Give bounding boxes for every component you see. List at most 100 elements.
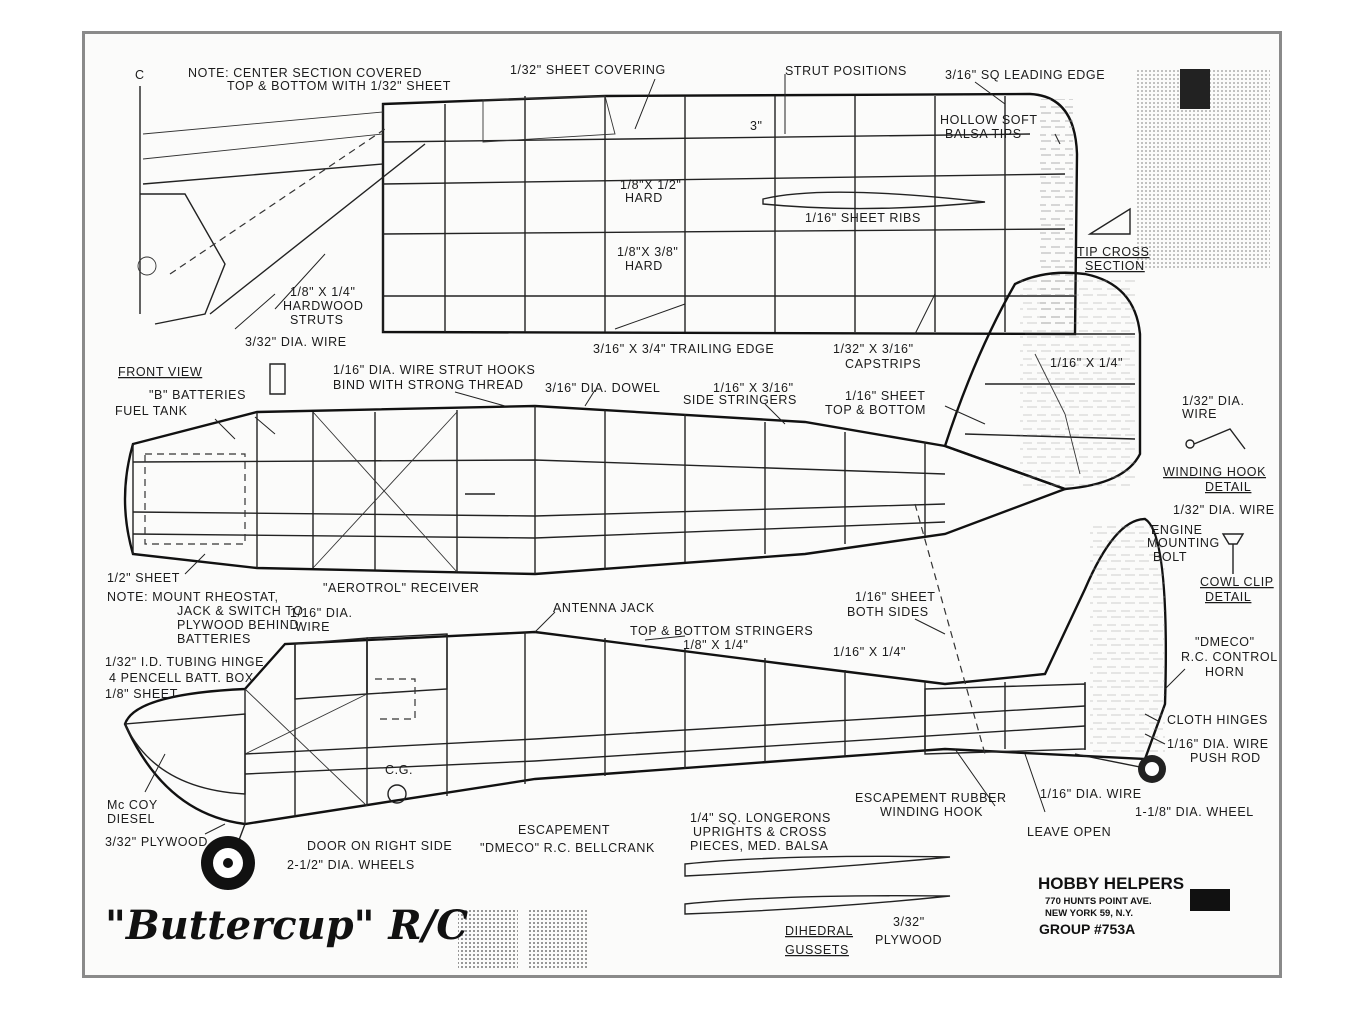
spar2-label-2: HARD	[625, 259, 663, 273]
esc-hook-label-2: WINDING HOOK	[880, 805, 983, 819]
note-label-3: PLYWOOD BEHIND	[177, 618, 299, 632]
engine-bolt-label-3: BOLT	[1153, 550, 1187, 564]
tip-cross-label: TIP CROSS	[1077, 245, 1150, 259]
side-view-labels: 1/16" DIA. WIRE ANTENNA JACK TOP & BOTTO…	[105, 590, 1278, 957]
fuselage-side-view	[123, 503, 1168, 890]
note-label-4: BATTERIES	[177, 632, 251, 646]
detail-wire-label: 1/32" DIA.	[1182, 394, 1245, 408]
side-wire-label: 1/16" DIA.	[290, 606, 353, 620]
horn-label-3: HORN	[1205, 665, 1244, 679]
publisher-address: 770 HUNTS POINT AVE.	[1045, 896, 1152, 907]
cowl-clip-label-2: DETAIL	[1205, 590, 1251, 604]
capstrips-label: 1/32" X 3/16"	[833, 342, 914, 356]
stab-spar-label: 1/16" X 1/4"	[1050, 356, 1123, 370]
diesel-label-2: DIESEL	[107, 812, 155, 826]
tail-wire-label: 1/16" DIA. WIRE	[1040, 787, 1142, 801]
wing-labels: C NOTE: CENTER SECTION COVERED TOP & BOT…	[118, 63, 1150, 379]
leading-edge-label: 3/16" SQ LEADING EDGE	[945, 68, 1105, 82]
tubing-hinge-label: 1/32" I.D. TUBING HINGE	[105, 655, 264, 669]
sheet-covering-label: 1/32" SHEET COVERING	[510, 63, 666, 77]
title-block: "Buttercup" R/C HOBBY HELPERS 770 HUNTS …	[105, 874, 1184, 949]
stab-sheet-label: 1/16" SHEET	[845, 389, 926, 403]
horn-label-2: R.C. CONTROL	[1181, 650, 1278, 664]
bellcrank-label: "DMECO" R.C. BELLCRANK	[480, 841, 655, 855]
half-sheet-label: 1/2" SHEET	[107, 571, 180, 585]
engine-bolt-label: ENGINE	[1151, 523, 1203, 537]
cowl-clip-detail	[1221, 533, 1245, 574]
tail-wheel-label: 1-1/8" DIA. WHEEL	[1135, 805, 1254, 819]
top-view-labels: 1/16" DIA. WIRE STRUT HOOKS BIND WITH ST…	[107, 356, 1123, 646]
note-label-2: JACK & SWITCH TO	[177, 604, 304, 618]
tips-label: HOLLOW SOFT	[940, 113, 1038, 127]
struts-label-2: HARDWOOD	[283, 299, 364, 313]
publisher-address-2: NEW YORK 59, N.Y.	[1045, 908, 1133, 919]
push-rod-label-2: PUSH ROD	[1190, 751, 1261, 765]
cowl-clip-label: COWL CLIP	[1200, 575, 1274, 589]
fin-spar-label: 1/16" X 1/4"	[833, 645, 906, 659]
dihedral-label: DIHEDRAL	[785, 924, 853, 938]
plan-sheet: C NOTE: CENTER SECTION COVERED TOP & BOT…	[82, 31, 1282, 978]
longerons-label: 1/4" SQ. LONGERONS	[690, 811, 831, 825]
winding-hook-detail	[1185, 428, 1246, 450]
leave-open-label: LEAVE OPEN	[1027, 825, 1111, 839]
tip-cross-label-2: SECTION	[1085, 259, 1145, 273]
stringers-label-2: 1/8" X 1/4"	[683, 638, 749, 652]
struts-label-3: STRUTS	[290, 313, 344, 327]
plan-drawing: C NOTE: CENTER SECTION COVERED TOP & BOT…	[105, 63, 1278, 969]
fuel-tank-label: FUEL TANK	[115, 404, 188, 418]
gusset-ply-label-2: PLYWOOD	[875, 933, 942, 947]
front-view-label: FRONT VIEW	[118, 365, 202, 379]
cloth-hinges-label: CLOTH HINGES	[1167, 713, 1268, 727]
strut-positions-label: STRUT POSITIONS	[785, 64, 907, 78]
struts-label: 1/8" X 1/4"	[290, 285, 356, 299]
wheels-label: 2-1/2" DIA. WHEELS	[287, 858, 415, 872]
publisher-name: HOBBY HELPERS	[1038, 874, 1184, 893]
center-section-note-2: TOP & BOTTOM WITH 1/32" SHEET	[227, 79, 451, 93]
dowel-label: 3/16" DIA. DOWEL	[545, 381, 660, 395]
receiver-label: "AEROTROL" RECEIVER	[323, 581, 479, 595]
door-label: DOOR ON RIGHT SIDE	[307, 839, 452, 853]
fin-sheet-label-2: BOTH SIDES	[847, 605, 929, 619]
winding-hook-label-2: DETAIL	[1205, 480, 1251, 494]
winding-hook-label: WINDING HOOK	[1163, 465, 1266, 479]
dihedral-label-2: GUSSETS	[785, 943, 849, 957]
capstrips-label-2: CAPSTRIPS	[845, 357, 921, 371]
tips-label-2: BALSA TIPS	[945, 127, 1022, 141]
b-batteries-label: "B" BATTERIES	[149, 388, 246, 402]
fuselage-top-view	[123, 271, 1142, 576]
spar1-label: 1/8"X 1/2"	[620, 178, 681, 192]
side-stringers-label: 1/16" X 3/16"	[713, 381, 794, 395]
longerons-label-2: UPRIGHTS & CROSS	[693, 825, 827, 839]
engine-bolt-label-2: MOUNTING	[1147, 536, 1220, 550]
diesel-label: Mc COY	[107, 798, 158, 812]
wire-label: 3/32" DIA. WIRE	[245, 335, 347, 349]
wing-plan	[137, 86, 1131, 395]
plan-title: "Buttercup" R/C	[105, 902, 468, 949]
longerons-label-3: PIECES, MED. BALSA	[690, 839, 829, 853]
side-wire-label-2: WIRE	[295, 620, 330, 634]
plywood-label: 3/32" PLYWOOD	[105, 835, 208, 849]
detail-wire2-label: 1/32" DIA. WIRE	[1173, 503, 1275, 517]
detail-labels: 1/32" DIA. WIRE WINDING HOOK DETAIL 1/32…	[1147, 394, 1275, 604]
stab-sheet-label-2: TOP & BOTTOM	[825, 403, 926, 417]
centerline-marker: C	[135, 68, 145, 82]
dim-3-label: 3"	[750, 119, 763, 133]
side-stringers-label-2: SIDE STRINGERS	[683, 393, 797, 407]
dihedral-gusset	[684, 855, 951, 915]
batt-box-label: 4 PENCELL BATT. BOX	[109, 671, 254, 685]
escapement-label: ESCAPEMENT	[518, 823, 610, 837]
group-number: GROUP #753A	[1039, 921, 1135, 937]
trailing-edge-label: 3/16" X 3/4" TRAILING EDGE	[593, 342, 774, 356]
strut-hooks-label: 1/16" DIA. WIRE STRUT HOOKS	[333, 363, 535, 377]
esc-hook-label: ESCAPEMENT RUBBER	[855, 791, 1007, 805]
spar1-label-2: HARD	[625, 191, 663, 205]
center-section-note: NOTE: CENTER SECTION COVERED	[188, 66, 422, 80]
eighth-sheet-label: 1/8" SHEET	[105, 687, 178, 701]
push-rod-label: 1/16" DIA. WIRE	[1167, 737, 1269, 751]
leader-lines	[144, 74, 1186, 835]
sheet-ribs-label: 1/16" SHEET RIBS	[805, 211, 921, 225]
antenna-jack-label: ANTENNA JACK	[553, 601, 655, 615]
note-label: NOTE: MOUNT RHEOSTAT,	[107, 590, 279, 604]
fin-sheet-label: 1/16" SHEET	[855, 590, 936, 604]
cg-label: C.G.	[385, 763, 413, 777]
